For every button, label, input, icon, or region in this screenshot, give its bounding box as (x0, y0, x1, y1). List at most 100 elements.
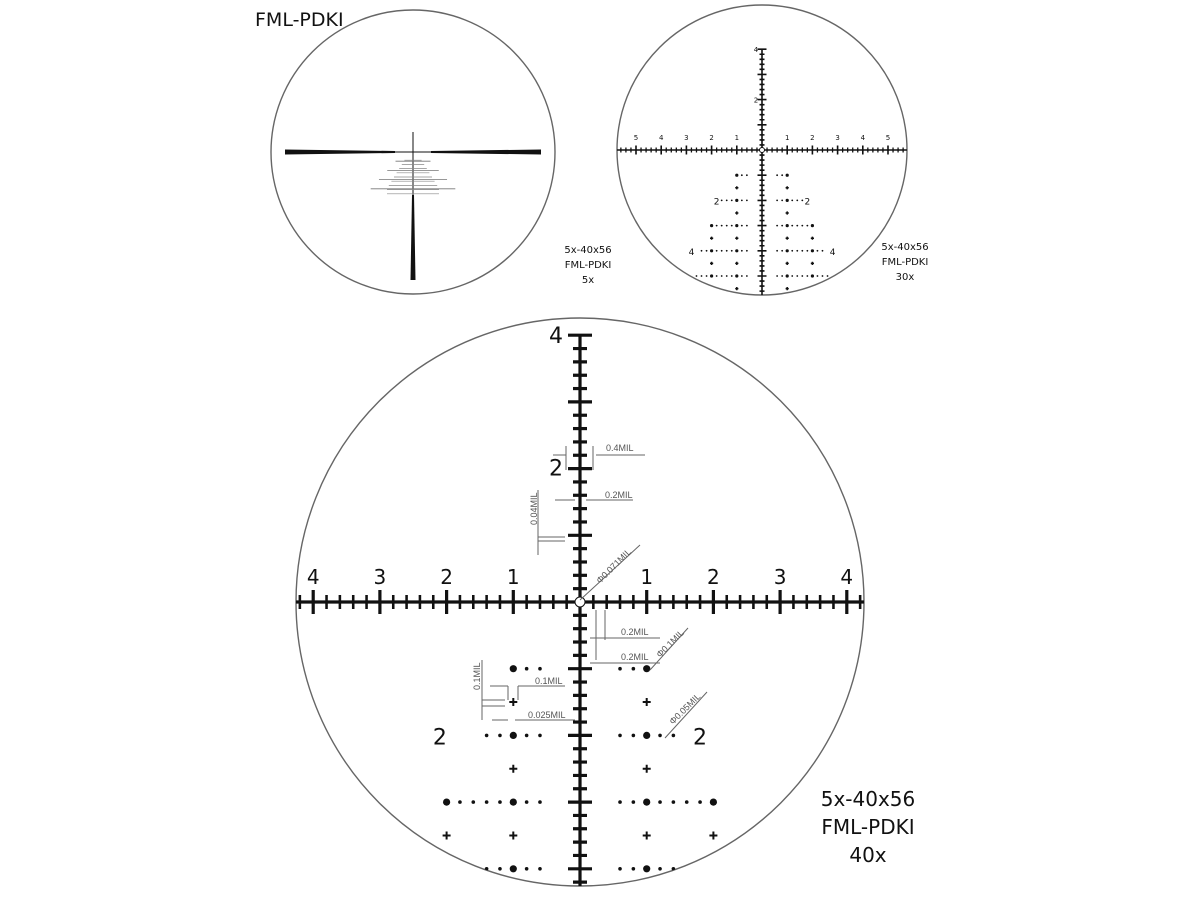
reticle-body (296, 333, 864, 886)
holdover-dot-large (509, 798, 517, 806)
caption-30x-model: 5x-40x56 (881, 242, 928, 253)
h-label-left: 3 (684, 134, 688, 142)
holdover-dot-large (735, 274, 739, 278)
holdover-dot (725, 275, 728, 277)
holdover-dot (801, 199, 804, 202)
holdover-dot-large (710, 249, 714, 253)
holdover-dot (538, 867, 542, 871)
holdover-dot (618, 733, 622, 738)
holdover-dot (498, 867, 502, 871)
dimension-line (579, 544, 641, 601)
holdover-dot (796, 199, 799, 202)
caption-40x-reticle: FML-PDKI (821, 815, 914, 839)
holdover-dot (801, 275, 804, 277)
holdover-dot (740, 249, 743, 252)
holdover-dot (725, 224, 728, 227)
holdover-dot (471, 800, 476, 804)
holdover-dot (781, 224, 784, 227)
h-label-right: 2 (707, 565, 720, 589)
holdover-dot-large (643, 731, 651, 740)
holdover-cross (509, 698, 518, 707)
center-circle (574, 596, 586, 608)
holdover-dot-large (709, 798, 718, 806)
holdover-dot (740, 224, 743, 227)
holdover-dot (631, 867, 636, 871)
holdover-cross (710, 261, 714, 265)
holdover-dot (658, 867, 662, 871)
holdover-dot (816, 275, 819, 277)
holdover-cross (735, 211, 739, 215)
dimension-label: 0.4MIL (606, 443, 634, 453)
holdover-dot (796, 224, 799, 227)
h-label-right: 5 (886, 134, 890, 142)
h-label-right: 1 (640, 565, 653, 589)
holdover-cross (785, 211, 789, 215)
holdover-dot (631, 733, 636, 738)
holdover-dot-large (810, 274, 815, 278)
holdover-dot (705, 275, 708, 277)
dimension-label: 0.1MIL (472, 662, 482, 690)
h-label-left: 1 (735, 134, 739, 142)
caption-5x-model: 5x-40x56 (564, 245, 611, 256)
holdover-dot (725, 249, 728, 252)
holdover-dot (776, 249, 779, 252)
holdover-dot (715, 224, 718, 227)
holdover-dot (720, 199, 723, 202)
caption-30x-reticle: FML-PDKI (882, 257, 929, 268)
holdover-dot (781, 249, 784, 252)
holdover-dot (821, 275, 824, 277)
dimension-label: 0.2MIL (621, 627, 649, 637)
holdover-dot (745, 174, 748, 177)
holdover-dot (484, 800, 489, 804)
holdover-dot-large (810, 249, 815, 253)
holdover-dot (740, 199, 743, 202)
holdover-dot (684, 867, 689, 871)
holdover-cross (810, 261, 814, 265)
holdover-dot (715, 249, 718, 252)
holdover-dot (538, 800, 542, 804)
dimension-line (649, 627, 689, 671)
diagram-title: FML-PDKI (255, 9, 344, 31)
holdover-cross (642, 698, 651, 707)
caption-30x-mag: 30x (896, 272, 915, 283)
holdover-cross (509, 831, 518, 840)
h-label-left: 4 (307, 565, 320, 589)
holdover-cross (785, 261, 789, 265)
holdover-dot (781, 275, 784, 277)
holdover-dot-large (509, 731, 517, 740)
dimension-label: 0.025MIL (528, 710, 566, 720)
holdover-dot (700, 275, 703, 277)
h-label-left: 1 (507, 565, 520, 589)
holdover-dot-large (785, 274, 789, 278)
h-label-left: 5 (634, 134, 638, 142)
holdover-dot-large (735, 198, 739, 202)
holdover-dot (698, 800, 702, 804)
holdover-cross (735, 287, 739, 291)
holdover-dot (671, 800, 676, 804)
h-label-left: 2 (440, 565, 453, 589)
holdover-dot-large (735, 224, 739, 228)
grid-label-right: 4 (830, 248, 836, 258)
holdover-dot (524, 666, 529, 671)
holdover-dot (705, 249, 708, 252)
holdover-dot-large (735, 173, 739, 177)
holdover-dot (631, 666, 636, 671)
holdover-dot-large (785, 198, 789, 202)
holdover-dot (801, 224, 804, 227)
holdover-cross (785, 287, 789, 291)
holdover-dot (524, 800, 529, 804)
holdover-dot (671, 867, 676, 871)
holdover-dot-large (785, 173, 789, 177)
holdover-dot (821, 249, 824, 252)
holdover-dot (740, 275, 743, 277)
holdover-cross (642, 831, 651, 840)
dimension-label: 0.1MIL (535, 676, 563, 686)
holdover-dot (826, 275, 829, 277)
holdover-dot (471, 867, 476, 871)
grid-label-left: 2 (433, 725, 447, 750)
holdover-dot-large (785, 224, 789, 228)
holdover-dot-large (643, 865, 651, 873)
dimension-label: 0.04MIL (529, 492, 539, 525)
